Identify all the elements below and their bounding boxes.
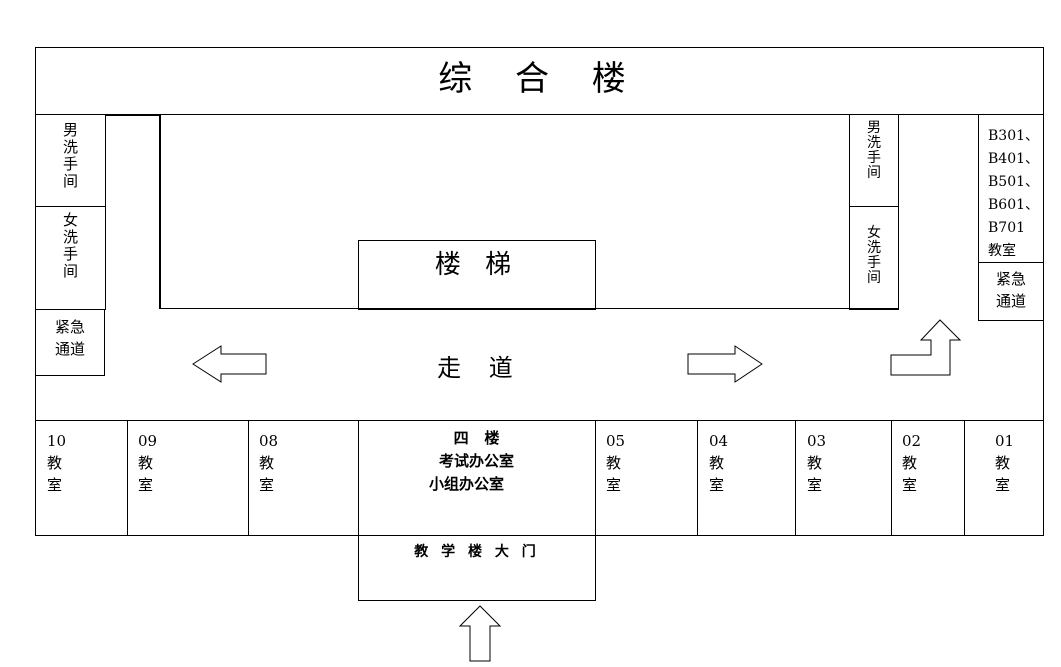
right-restroom-women-label: 女 洗 手 间: [867, 225, 881, 286]
right-emergency-exit: [978, 262, 1044, 321]
right-restroom-men-label: 男 洗 手 间: [867, 120, 881, 181]
stairs: [358, 240, 596, 310]
stairs-label: 楼 梯: [434, 250, 520, 280]
classroom-02: 02 教 室: [902, 432, 922, 494]
courtyard-notch: [105, 114, 161, 116]
title-strip: [35, 47, 1044, 115]
main-entrance: [358, 535, 596, 601]
room-divider: [964, 420, 965, 536]
corridor-label: 走 道: [437, 354, 523, 382]
classroom-04: 04 教 室: [709, 432, 729, 494]
exam-office-label: 考试办公室: [438, 452, 514, 470]
classroom-09: 09 教 室: [138, 432, 158, 494]
main-entrance-label: 教 学 楼 大 门: [414, 544, 540, 560]
building-title: 综 合 楼: [438, 59, 642, 99]
classroom-08: 08 教 室: [259, 432, 279, 494]
room-divider: [127, 420, 128, 536]
left-emergency-exit: [35, 309, 105, 376]
classroom-05: 05 教 室: [606, 432, 626, 494]
room-divider: [248, 420, 249, 536]
classroom-01: 01 教 室: [995, 432, 1015, 494]
left-restroom-women-label: 女 洗 手 间: [62, 211, 78, 280]
room-divider: [697, 420, 698, 536]
right-restroom-women: [849, 206, 899, 310]
room-divider: [358, 420, 359, 536]
room-divider: [891, 420, 892, 536]
room-divider: [595, 420, 596, 536]
room-divider: [795, 420, 796, 536]
office-floor-label: 四 楼: [453, 429, 500, 447]
courtyard-wall: [159, 114, 899, 309]
group-office-label: 小组办公室: [428, 475, 504, 493]
classroom-10: 10 教 室: [47, 432, 67, 494]
right-emergency-label: 紧急 通道: [995, 270, 1026, 310]
right-b-rooms-label: B301、 B401、 B501、 B601、 B701 教室: [988, 128, 1040, 259]
left-emergency-label: 紧急 通道: [54, 318, 85, 358]
left-restroom-men-label: 男 洗 手 间: [62, 121, 78, 190]
classroom-03: 03 教 室: [807, 432, 827, 494]
